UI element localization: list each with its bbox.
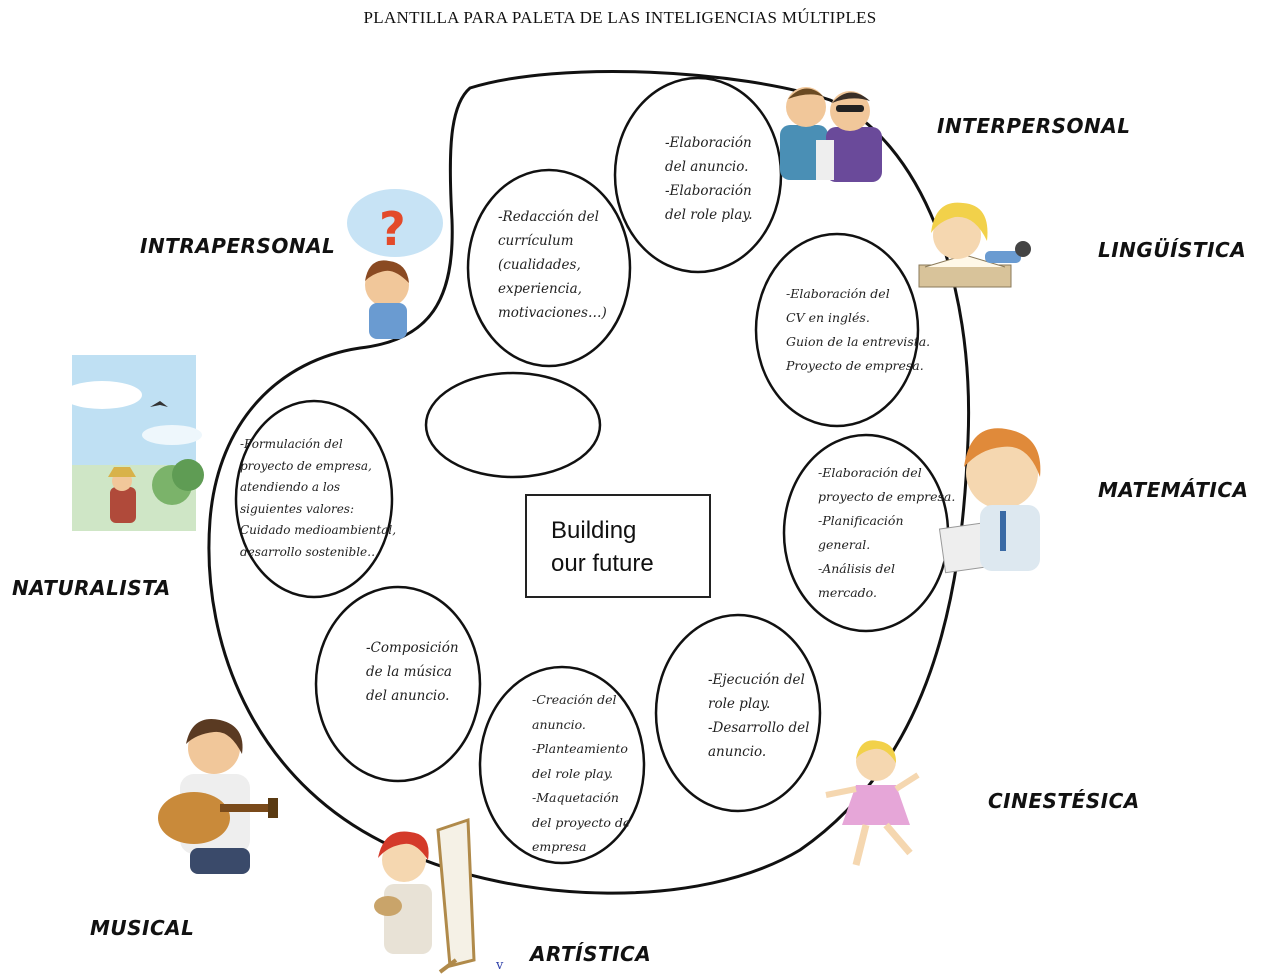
thinking-kid-illustration: ? <box>347 189 443 339</box>
oval-line: anuncio. <box>708 744 767 760</box>
oval-text-linguistica: -Elaboración del CV en inglés. Guion de … <box>786 282 930 378</box>
oval-line: empresa <box>532 839 587 854</box>
oval-line: atendiendo a los <box>240 480 341 494</box>
label-linguistica: LINGÜÍSTICA <box>1098 238 1247 262</box>
oval-naturalista <box>234 399 394 599</box>
guitarist-illustration <box>158 719 278 874</box>
oval-line: del anuncio. <box>665 159 749 175</box>
oval-line: mercado. <box>818 585 877 600</box>
oval-line: (cualidades, <box>498 257 581 273</box>
oval-line: proyecto de empresa. <box>818 489 956 504</box>
label-artistica: ARTÍSTICA <box>530 942 652 966</box>
oval-line: -Elaboración del <box>786 286 890 301</box>
oval-text-cinestesica: -Ejecución del role play. -Desarrollo de… <box>708 668 809 764</box>
oval-line: Cuidado medioambiental, <box>240 523 397 537</box>
svg-text:?: ? <box>379 202 406 256</box>
center-line-1: Building <box>551 517 637 544</box>
label-matematica: MATEMÁTICA <box>1098 478 1249 502</box>
oval-line: del role play. <box>532 765 614 781</box>
oval-text-matematica: -Elaboración del proyecto de empresa. -P… <box>818 461 955 605</box>
oval-line: -Elaboración del <box>818 465 922 480</box>
oval-line: de la música <box>366 664 452 680</box>
landscape-illustration <box>62 355 204 531</box>
oval-line: -Composición <box>366 640 459 656</box>
oval-line: -Formulación del <box>240 437 343 451</box>
oval-line: anuncio. <box>532 716 586 732</box>
oval-text-naturalista: -Formulación del proyecto de empresa, at… <box>240 434 396 563</box>
label-interpersonal: INTERPERSONAL <box>937 114 1131 138</box>
oval-intrapersonal <box>466 168 632 368</box>
palette-outline <box>207 69 971 895</box>
oval-line: experiencia, <box>498 281 582 297</box>
oval-line: role play. <box>708 696 771 712</box>
page-title: PLANTILLA PARA PALETA DE LAS INTELIGENCI… <box>363 8 877 27</box>
oval-text-interpersonal: -Elaboración del anuncio. -Elaboración d… <box>665 131 753 227</box>
oval-text-artistica: -Creación del anuncio. -Planteamiento de… <box>532 688 630 860</box>
oval-line: del proyecto de <box>532 814 631 830</box>
oval-artistica <box>478 665 646 865</box>
oval-line: del anuncio. <box>366 688 450 704</box>
oval-line: siguientes valores: <box>240 501 355 516</box>
oval-line: CV en inglés. <box>786 310 870 325</box>
oval-linguistica <box>754 232 920 428</box>
math-boy-illustration <box>938 428 1041 574</box>
oval-line: -Planificación <box>818 513 904 528</box>
oval-line: Guion de la entrevista. <box>786 334 931 349</box>
oval-line: currículum <box>498 233 574 249</box>
stray-mark: v <box>496 958 504 973</box>
oval-line: general. <box>818 537 871 552</box>
oval-text-intrapersonal: -Redacción del currículum (cualidades, e… <box>498 205 607 325</box>
reader-illustration <box>918 202 1031 288</box>
oval-line: -Elaboración <box>665 183 752 199</box>
oval-line: proyecto de empresa, <box>240 458 372 473</box>
oval-line: -Planteamiento <box>532 741 628 756</box>
oval-line: -Ejecución del <box>708 672 805 688</box>
friends-illustration <box>780 87 882 182</box>
label-naturalista: NATURALISTA <box>12 576 171 600</box>
oval-interpersonal <box>613 76 783 274</box>
oval-cinestesica <box>654 613 822 813</box>
oval-line: Proyecto de empresa. <box>786 358 924 373</box>
center-line-2: our future <box>551 550 654 577</box>
oval-line: -Elaboración <box>665 135 752 151</box>
oval-line: -Maquetación <box>532 790 619 805</box>
oval-line: -Creación del <box>532 692 617 707</box>
label-cinestesica: CINESTÉSICA <box>988 789 1140 813</box>
oval-line: motivaciones…) <box>498 305 607 321</box>
oval-empty <box>424 371 602 479</box>
oval-text-musical: -Composición de la música del anuncio. <box>366 636 459 708</box>
label-musical: MUSICAL <box>90 916 195 940</box>
oval-musical <box>314 585 482 783</box>
oval-line: -Redacción del <box>498 209 599 225</box>
center-box: Building our future <box>525 494 711 598</box>
oval-line: desarrollo sostenible… <box>240 544 380 559</box>
label-intrapersonal: INTRAPERSONAL <box>140 234 336 258</box>
oval-line: -Análisis del <box>818 561 895 576</box>
oval-line: -Desarrollo del <box>708 720 810 736</box>
dancer-illustration <box>825 740 920 866</box>
painter-illustration <box>374 817 476 974</box>
oval-line: del role play. <box>665 207 753 223</box>
